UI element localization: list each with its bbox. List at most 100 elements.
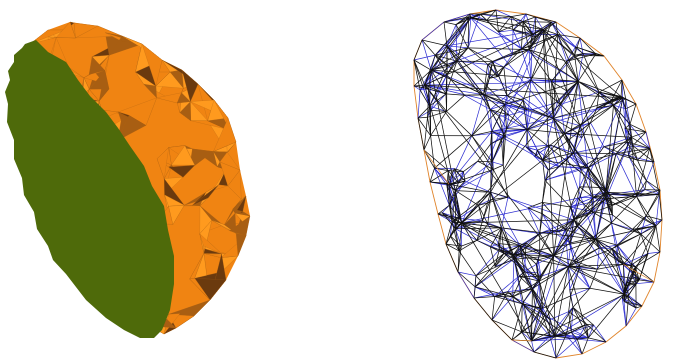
interior-edge-blue: [459, 205, 479, 219]
interior-edge-black: [539, 308, 551, 337]
interior-edge-black: [494, 288, 533, 297]
interior-edge-black: [582, 53, 600, 93]
interior-edge-black: [605, 198, 612, 224]
interior-edge-blue: [498, 29, 514, 33]
interior-edge-black: [535, 150, 538, 156]
interior-edge-blue: [542, 213, 559, 233]
interior-edge-black: [579, 37, 597, 55]
interior-edge-black: [461, 81, 579, 224]
interior-edge-black: [435, 47, 469, 56]
interior-edge-black: [542, 159, 589, 168]
interior-edge-black: [490, 129, 528, 193]
interior-edge-black: [493, 164, 504, 170]
interior-edge-black: [595, 238, 618, 246]
interior-edge-blue: [625, 98, 631, 125]
interior-edge-blue: [646, 180, 660, 195]
interior-edge-blue: [506, 115, 510, 129]
interior-edge-blue: [526, 109, 533, 130]
interior-edge-black: [635, 253, 649, 268]
interior-edge-blue: [580, 168, 607, 193]
interior-edge-blue: [605, 192, 625, 295]
interior-edge-black: [611, 79, 623, 100]
interior-edge-black: [531, 29, 544, 46]
interior-edge-blue: [491, 129, 528, 132]
interior-edge-blue: [645, 131, 651, 149]
interior-edge-black: [554, 266, 569, 337]
interior-edge-black: [506, 95, 527, 111]
interior-edge-blue: [446, 24, 457, 46]
interior-edge-blue: [457, 271, 476, 277]
interior-edge-black: [538, 255, 554, 261]
interior-edge-black: [451, 221, 460, 251]
interior-edge-black: [632, 145, 638, 161]
interior-edge-black: [494, 249, 500, 267]
interior-edge-blue: [553, 117, 581, 127]
interior-edge-blue: [446, 45, 455, 63]
interior-edge-black: [572, 307, 587, 325]
interior-edge-blue: [471, 94, 484, 136]
interior-edge-black: [603, 146, 629, 157]
interior-edge-black: [429, 106, 431, 111]
interior-edge-black: [502, 165, 509, 198]
interior-edge-blue: [455, 228, 478, 241]
interior-edge-blue: [490, 104, 505, 110]
interior-edge-blue: [451, 221, 514, 256]
interior-edge-blue: [499, 114, 510, 117]
interior-edge-black: [646, 215, 663, 221]
interior-edge-black: [446, 45, 506, 105]
interior-edge-black: [461, 222, 514, 256]
interior-edge-black: [445, 61, 458, 95]
interior-edge-black: [609, 194, 613, 215]
interior-edge-black: [579, 266, 598, 270]
interior-edge-blue: [527, 207, 551, 231]
interior-edge-black: [611, 248, 636, 268]
interior-edge-black: [453, 168, 459, 184]
interior-edge-black: [567, 238, 597, 267]
interior-edge-black: [506, 79, 532, 96]
interior-edge-black: [552, 118, 575, 154]
interior-edge-black: [605, 191, 660, 195]
interior-edge-black: [498, 16, 512, 33]
interior-edge-black: [512, 288, 533, 298]
interior-edge-black: [461, 222, 596, 240]
interior-edge-black: [615, 136, 632, 155]
interior-edge-black: [417, 117, 431, 136]
interior-edge-black: [448, 184, 453, 222]
interior-edge-blue: [551, 21, 576, 48]
interior-edge-black: [573, 152, 617, 155]
interior-edge-black: [443, 21, 457, 25]
interior-edge-blue: [434, 168, 450, 206]
interior-edge-blue: [461, 191, 606, 224]
interior-edge-black: [458, 222, 463, 251]
interior-edge-black: [522, 79, 532, 101]
interior-edge-black: [632, 145, 655, 163]
interior-edge-blue: [622, 97, 628, 143]
interior-edge-blue: [464, 94, 491, 110]
interior-edge-black: [544, 179, 571, 208]
interior-edge-blue: [554, 294, 625, 337]
interior-edge-black: [528, 49, 579, 82]
interior-edge-black: [613, 105, 632, 138]
interior-edge-black: [553, 238, 596, 256]
interior-edge-black: [635, 266, 655, 283]
interior-edge-black: [595, 238, 626, 287]
interior-edge-black: [629, 124, 634, 146]
interior-edge-black: [525, 253, 537, 265]
interior-edge-black: [480, 13, 511, 17]
interior-edge-blue: [621, 298, 627, 327]
interior-edge-black: [577, 81, 623, 99]
interior-edge-black: [598, 91, 614, 106]
interior-edge-black: [576, 197, 594, 227]
interior-edge-black: [455, 24, 469, 49]
interior-edge-black: [623, 264, 625, 295]
surface-edge: [511, 339, 532, 342]
interior-edge-black: [489, 66, 505, 79]
interior-edge-black: [548, 166, 559, 171]
interior-edge-black: [494, 296, 523, 305]
interior-edge-black: [553, 97, 623, 119]
interior-edge-black: [565, 323, 587, 336]
interior-edge-black: [458, 239, 478, 252]
interior-edge-black: [624, 279, 640, 295]
interior-edge-black: [542, 133, 565, 161]
interior-edge-black: [491, 116, 500, 132]
